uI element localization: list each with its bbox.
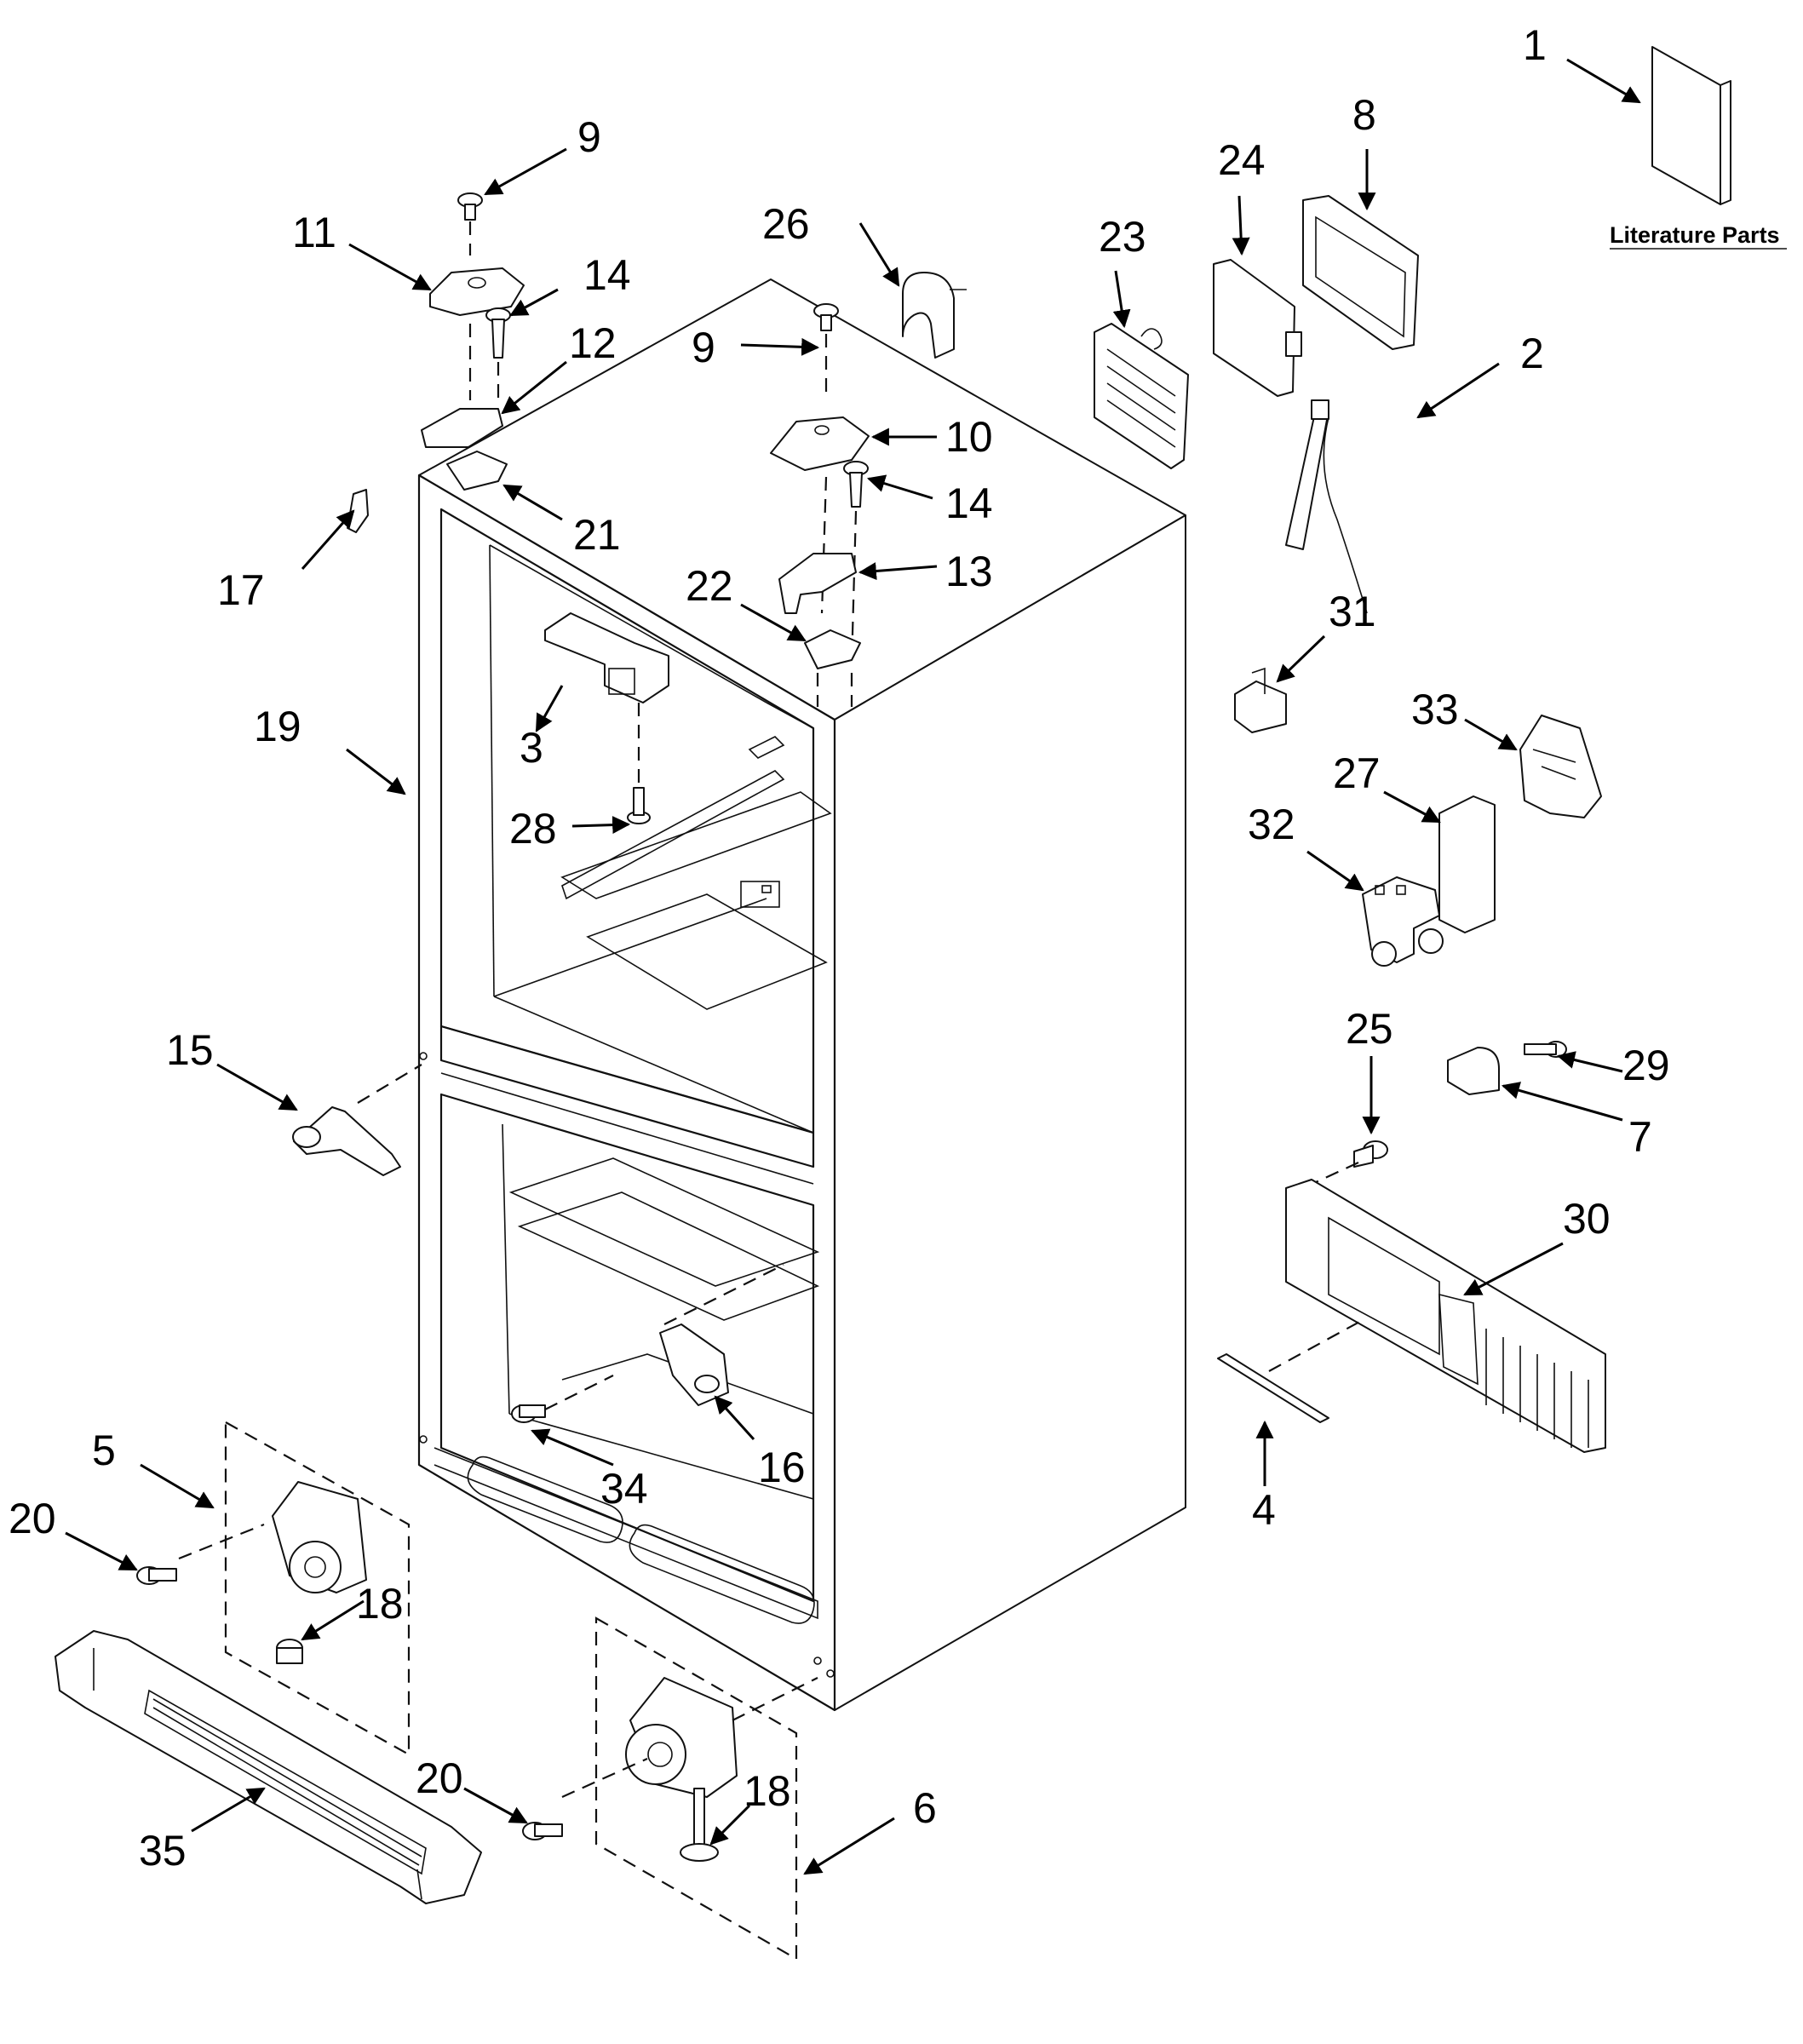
upper-right-hinge-assembly	[770, 303, 870, 707]
clamp-7	[1447, 1047, 1500, 1095]
callout-10: 10	[945, 413, 993, 461]
callout-19: 19	[254, 703, 301, 750]
lower-right-hinge-16	[659, 1323, 729, 1406]
hinge-pin-17	[347, 489, 369, 533]
rear-access-panel-30	[1285, 1179, 1606, 1453]
screw-28	[627, 787, 651, 824]
callout-17: 17	[217, 566, 265, 614]
door-closer-26	[902, 272, 967, 359]
water-valve-32	[1362, 876, 1444, 967]
callout-14-right: 14	[945, 479, 993, 527]
callout-20-right: 20	[416, 1754, 463, 1802]
callout-13: 13	[945, 548, 993, 595]
cover-27	[1438, 795, 1496, 933]
callout-23: 23	[1099, 213, 1146, 261]
callout-2: 2	[1520, 330, 1544, 377]
callout-31: 31	[1329, 588, 1376, 635]
hinge-cover-10	[770, 416, 870, 471]
upper-left-hinge-assembly	[347, 192, 525, 533]
literature-parts-label: Literature Parts	[1610, 222, 1780, 248]
screw-20-right	[522, 1822, 563, 1840]
callout-labels: 1 Literature Parts 9 11 14 12 21 17 26 9…	[9, 21, 1787, 1875]
callout-21: 21	[573, 511, 621, 559]
callout-20-left: 20	[9, 1495, 56, 1542]
callout-12: 12	[569, 319, 617, 367]
callout-4: 4	[1252, 1486, 1276, 1534]
hinge-12	[421, 408, 503, 448]
callout-29: 29	[1622, 1042, 1670, 1089]
callout-9-left: 9	[577, 113, 601, 161]
callout-18-left: 18	[356, 1580, 404, 1628]
bracket-3	[544, 612, 669, 703]
hinge-shim-22	[804, 629, 861, 669]
bracket-31	[1234, 667, 1287, 733]
callout-3: 3	[520, 724, 543, 772]
callout-24: 24	[1218, 136, 1266, 184]
water-tube-2	[1285, 399, 1368, 614]
board-cover-24	[1213, 259, 1302, 397]
callout-34: 34	[600, 1465, 648, 1513]
hinge-screw-14-left	[485, 307, 511, 359]
callout-8: 8	[1352, 91, 1376, 139]
callout-30: 30	[1563, 1195, 1611, 1243]
callout-14-left: 14	[583, 251, 631, 299]
access-panel-8	[1302, 195, 1419, 350]
hinge-screw-9-left	[457, 192, 483, 221]
callout-1: 1	[1523, 21, 1547, 69]
callout-arrows	[65, 58, 1641, 1875]
hinge-screw-9-right	[813, 303, 839, 331]
callout-28: 28	[509, 805, 557, 853]
callout-18-right: 18	[744, 1767, 791, 1815]
hinge-13	[778, 553, 857, 614]
callout-9-right: 9	[692, 324, 715, 371]
callout-27: 27	[1333, 749, 1381, 797]
screw-25	[1353, 1140, 1388, 1168]
callout-11: 11	[292, 209, 336, 256]
screw-29	[1524, 1041, 1567, 1058]
callout-32: 32	[1248, 801, 1295, 848]
hinge-screw-14-right	[843, 461, 869, 508]
callout-16: 16	[758, 1444, 806, 1491]
valve-bracket-33	[1519, 715, 1602, 818]
literature-parts-1	[1651, 46, 1731, 205]
cabinet	[417, 278, 1186, 1712]
hinge-shim-21	[446, 451, 508, 491]
lower-left-hinge-15	[292, 1106, 401, 1176]
hinge-cover-11	[429, 267, 525, 316]
callout-26: 26	[762, 200, 810, 248]
screw-34	[511, 1404, 546, 1423]
callout-33: 33	[1411, 686, 1459, 733]
rear-caster-assembly-6	[594, 1616, 798, 1961]
callout-15: 15	[166, 1026, 214, 1074]
screw-20-left	[136, 1566, 177, 1585]
callout-6: 6	[913, 1784, 937, 1832]
front-caster-assembly-5	[224, 1421, 411, 1756]
callout-5: 5	[92, 1427, 116, 1474]
base-grille-35	[55, 1630, 482, 1904]
callout-25: 25	[1346, 1005, 1393, 1053]
control-board-23	[1094, 323, 1189, 469]
gasket-strip-4	[1217, 1353, 1329, 1423]
callout-22: 22	[686, 562, 733, 610]
callout-7: 7	[1628, 1113, 1652, 1161]
callout-35: 35	[139, 1827, 187, 1875]
